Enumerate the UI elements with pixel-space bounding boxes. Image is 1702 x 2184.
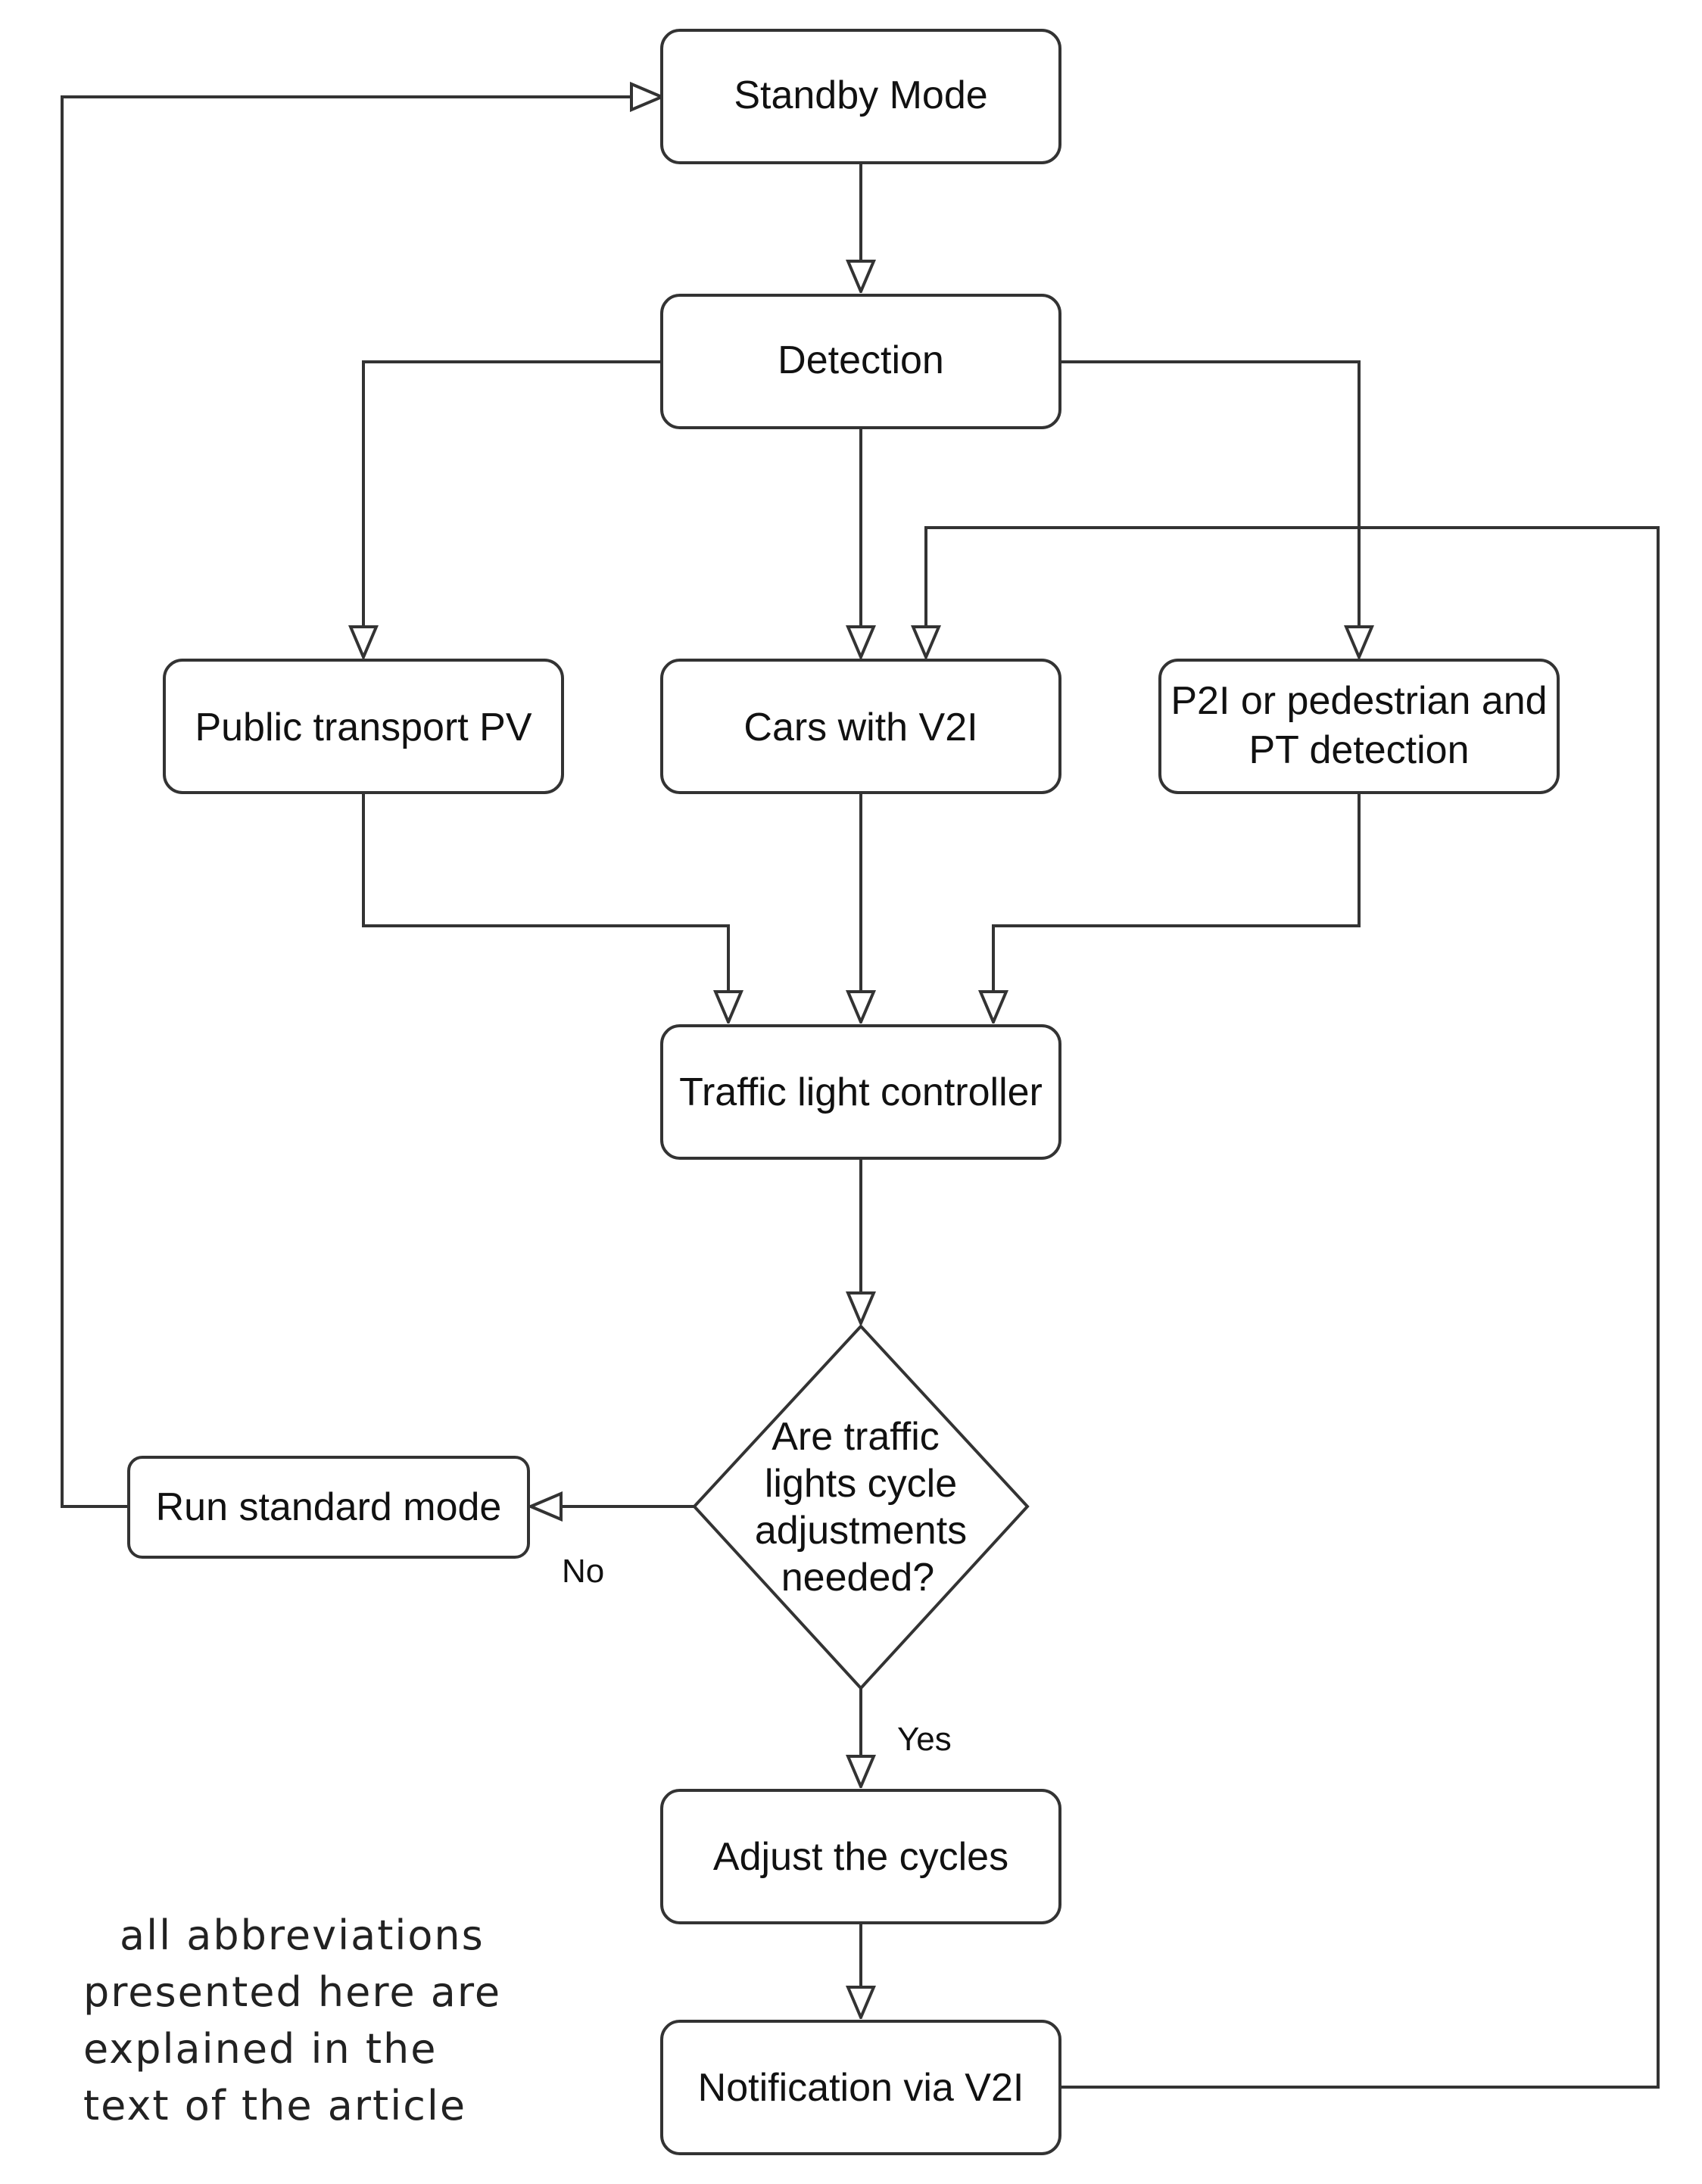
edges: [61, 97, 1660, 2089]
decision-label-line1: Are traffic: [772, 1415, 940, 1459]
note-line4: text of the article: [83, 2082, 466, 2129]
note-line2: presented here are: [83, 1968, 501, 2016]
node-detection: Detection: [660, 294, 1061, 429]
p2i-label-line1: P2I or pedestrian and: [1171, 679, 1547, 723]
edge-detection-to-public-transport: [363, 360, 662, 657]
node-decision: Are traffic lights cycle adjustments nee…: [692, 1324, 1030, 1690]
run-standard-label: Run standard mode: [156, 1485, 502, 1529]
node-notification-v2i: Notification via V2I: [660, 2020, 1061, 2155]
decision-label-line4: needed?: [781, 1556, 934, 1600]
decision-label-line3: adjustments: [755, 1509, 967, 1553]
edge-label-no: No: [562, 1553, 604, 1590]
detection-label: Detection: [778, 338, 944, 382]
node-traffic-light-controller: Traffic light controller: [660, 1024, 1061, 1160]
edge-detection-to-p2i: [1060, 360, 1359, 657]
node-adjust-cycles: Adjust the cycles: [660, 1789, 1061, 1924]
controller-label: Traffic light controller: [679, 1070, 1043, 1114]
notification-label: Notification via V2I: [698, 2066, 1024, 2110]
edge-label-yes: Yes: [897, 1721, 952, 1758]
edge-run-standard-to-standby: [61, 97, 662, 1508]
edge-p2i-to-controller: [993, 793, 1361, 1022]
note-line3: explained in the: [83, 2025, 438, 2073]
node-p2i-detection: P2I or pedestrian and PT detection: [1158, 659, 1560, 794]
adjust-label: Adjust the cycles: [713, 1835, 1008, 1879]
cars-v2i-label: Cars with V2I: [743, 706, 977, 749]
node-cars-v2i: Cars with V2I: [660, 659, 1061, 794]
node-standby-mode: Standby Mode: [660, 29, 1061, 164]
node-public-transport: Public transport PV: [163, 659, 564, 794]
node-run-standard-mode: Run standard mode: [127, 1456, 530, 1559]
decision-label-line2: lights cycle: [765, 1462, 957, 1506]
p2i-label-line2: PT detection: [1248, 728, 1469, 772]
public-transport-label: Public transport PV: [195, 706, 531, 749]
note-line1: all abbreviations: [120, 1911, 485, 1959]
abbreviation-note: all abbreviations presented here are exp…: [83, 1911, 501, 2129]
standby-mode-label: Standby Mode: [734, 73, 987, 117]
edge-public-transport-to-controller: [362, 793, 728, 1022]
edge-notification-to-cars: [926, 526, 1660, 2089]
